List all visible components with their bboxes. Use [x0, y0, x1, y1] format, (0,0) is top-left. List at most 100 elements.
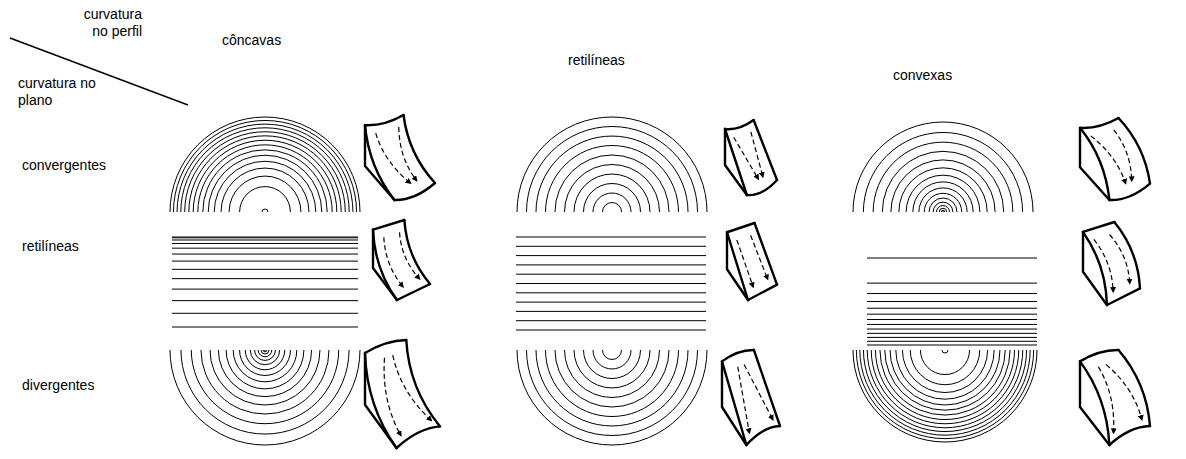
contour-line [942, 350, 948, 353]
block-edge [1080, 118, 1119, 128]
block-edge [746, 426, 780, 445]
block-edge [725, 129, 747, 195]
contour-line [181, 350, 349, 434]
contour-line [942, 211, 944, 212]
contour-line [516, 255, 706, 256]
contour-line [856, 350, 1033, 439]
contour-line [919, 188, 967, 212]
block-edge [1119, 118, 1151, 184]
contour-line [198, 145, 332, 212]
contour-line [170, 117, 360, 212]
contour-line [177, 124, 353, 212]
flow-arrow [751, 235, 768, 279]
contour-line [240, 350, 291, 375]
block-edge [1109, 426, 1150, 445]
contour-line [565, 165, 660, 212]
contour-line [263, 350, 267, 352]
contour-line [867, 308, 1037, 309]
contour-line [603, 350, 622, 359]
flow-arrow [1114, 130, 1132, 181]
contour-line [214, 161, 316, 212]
block-edge [365, 340, 406, 353]
block-edge [754, 350, 780, 426]
contour-line [516, 237, 706, 238]
contour-line [593, 193, 631, 212]
contour-line [924, 193, 961, 212]
block-edge [406, 340, 440, 426]
contour-line [574, 174, 650, 212]
row-header: divergentes [22, 377, 152, 394]
column-header: côncavas [222, 32, 342, 49]
contour-line [891, 160, 995, 212]
flow-arrow [1106, 365, 1142, 420]
contour-line [853, 122, 1033, 212]
contour-line [875, 350, 1014, 420]
block-edge [725, 129, 747, 195]
contour-line [516, 302, 706, 303]
block-edge [748, 285, 777, 300]
block-edge [722, 361, 746, 445]
contour-line [172, 261, 358, 262]
contour-line [264, 350, 266, 351]
contour-line [920, 350, 969, 375]
contour-line [173, 120, 356, 212]
block-edge [722, 350, 754, 361]
block-edge [722, 361, 746, 445]
contour-line [867, 283, 1037, 284]
flow-arrow [400, 232, 420, 279]
contour-line [516, 330, 706, 331]
flow-arrow [384, 237, 403, 287]
flow-arrow [376, 133, 411, 183]
contour-line [939, 208, 946, 212]
contour-line [913, 182, 973, 212]
contour-panels [170, 117, 1037, 445]
contour-line [853, 350, 1037, 442]
contour-line [910, 350, 980, 385]
contour-line [941, 210, 944, 212]
contour-line [863, 132, 1022, 212]
contour-line [172, 278, 358, 279]
contour-line [516, 264, 706, 265]
contour-line [867, 258, 1037, 259]
row-header: retilíneas [22, 238, 152, 255]
contour-line [517, 117, 707, 212]
contour-line [172, 237, 358, 238]
contour-line [262, 209, 268, 212]
contour-line [902, 350, 987, 393]
contour-line [516, 246, 706, 247]
contour-line [584, 184, 641, 213]
contour-line [603, 203, 622, 212]
axis-label: curvatura no perfil [68, 6, 142, 40]
contour-line [527, 350, 698, 436]
flow-arrow [1110, 234, 1130, 283]
contour-line [191, 350, 338, 424]
contour-line [255, 350, 276, 360]
contour-line [516, 311, 706, 312]
contour-line [250, 350, 279, 365]
block-edge [1114, 222, 1140, 288]
block-edge [1080, 350, 1119, 361]
contour-line [867, 333, 1037, 334]
contour-line [172, 289, 358, 290]
contour-line [536, 350, 688, 426]
block-edge [725, 120, 754, 129]
block-edge [1080, 361, 1109, 445]
contour-line [929, 198, 957, 212]
block-edge [365, 353, 397, 448]
contour-line [172, 254, 358, 255]
contour-line [201, 350, 329, 414]
block-edge [727, 223, 755, 232]
contour-line [245, 350, 285, 370]
contour-line [536, 136, 688, 212]
contour-line [867, 314, 1037, 315]
contour-line [933, 202, 953, 212]
contour-line [240, 187, 291, 212]
axis-label: curvatura no plano [18, 75, 108, 109]
contour-line [885, 350, 1005, 410]
contour-line [516, 292, 706, 293]
row-header: convergentes [22, 157, 152, 174]
contour-line [226, 350, 304, 389]
flow-arrow [738, 367, 750, 433]
contour-line [516, 320, 706, 321]
flow-arrow [399, 127, 417, 181]
